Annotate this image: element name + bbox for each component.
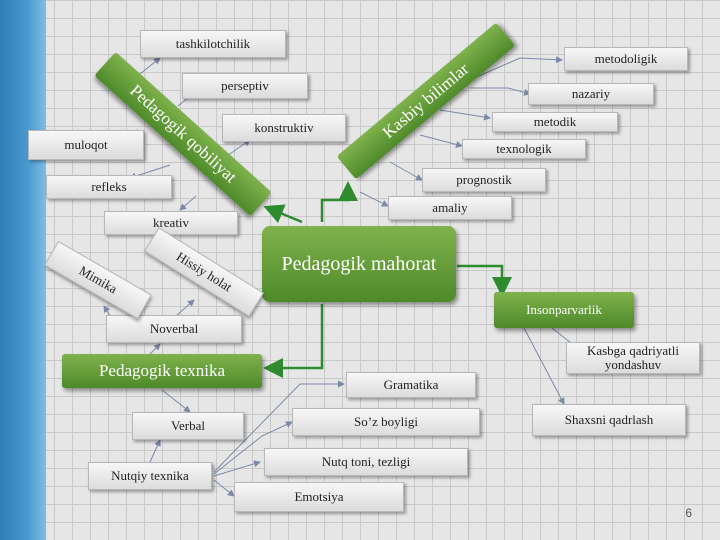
branch-insonparvarlik: Insonparvarlik xyxy=(494,292,634,328)
item-konstruktiv: konstruktiv xyxy=(222,114,346,142)
item-perseptiv: perseptiv xyxy=(182,73,308,99)
left-decorative-bar xyxy=(0,0,46,540)
item-soz-boyligi: So’z boyligi xyxy=(292,408,480,436)
item-nutq-toni-tezligi: Nutq toni, tezligi xyxy=(264,448,468,476)
center-node-pedagogik-mahorat: Pedagogik mahorat xyxy=(262,226,456,302)
item-gramatika: Gramatika xyxy=(346,372,476,398)
item-metodik: metodik xyxy=(492,112,618,132)
item-prognostik: prognostik xyxy=(422,168,546,192)
item-amaliy: amaliy xyxy=(388,196,512,220)
item-nazariy: nazariy xyxy=(528,83,654,105)
item-metodoligik: metodoligik xyxy=(564,47,688,71)
item-refleks: refleks xyxy=(46,175,172,199)
item-nutqiy-texnika: Nutqiy texnika xyxy=(88,462,212,490)
item-kreativ: kreativ xyxy=(104,211,238,235)
item-muloqot: muloqot xyxy=(28,130,144,160)
item-verbal: Verbal xyxy=(132,412,244,440)
item-tashkilotchilik: tashkilotchilik xyxy=(140,30,286,58)
page-number: 6 xyxy=(685,506,692,520)
item-texnologik: texnologik xyxy=(462,139,586,159)
item-kasbga-qadriyatli-yondashuv: Kasbga qadriyatli yondashuv xyxy=(566,342,700,374)
item-shaxsni-qadrlash: Shaxsni qadrlash xyxy=(532,404,686,436)
branch-pedagogik-texnika: Pedagogik texnika xyxy=(62,354,262,388)
item-emotsiya: Emotsiya xyxy=(234,482,404,512)
item-noverbal: Noverbal xyxy=(106,315,242,343)
